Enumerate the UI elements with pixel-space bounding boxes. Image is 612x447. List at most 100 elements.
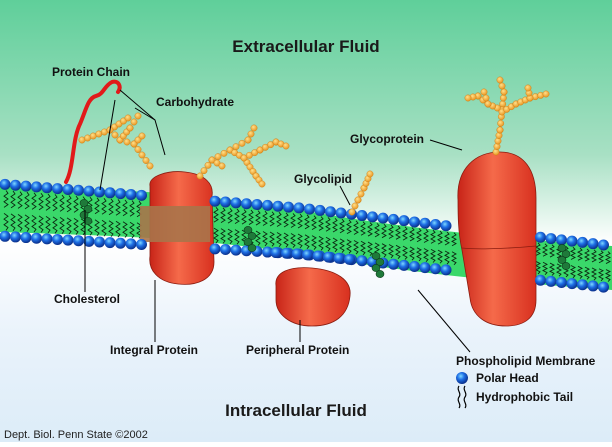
polar-head: [31, 232, 42, 244]
tail-line: [262, 210, 268, 226]
polar-head: [62, 183, 74, 195]
tail-line: [556, 263, 562, 277]
polar-head: [419, 262, 431, 274]
glycoprotein: [457, 151, 537, 327]
polar-head: [430, 219, 441, 231]
polar-head: [20, 232, 32, 244]
tail-line: [297, 213, 303, 229]
tail-line: [122, 199, 128, 217]
tail-line: [367, 222, 373, 237]
protein-chain: [64, 79, 122, 184]
tail-line: [108, 198, 114, 216]
tail-line: [542, 243, 548, 257]
polar-head: [598, 239, 609, 251]
polar-head-icon: [456, 372, 468, 384]
polar-head: [115, 237, 126, 249]
glycolipid-label: Glycolipid: [294, 172, 352, 186]
tail-line: [311, 235, 317, 250]
tail-line: [430, 248, 436, 263]
carbohydrate-chain: [240, 138, 280, 162]
polar-head: [291, 248, 303, 260]
tail-line: [367, 241, 373, 256]
polar-head: [388, 258, 399, 270]
polar-head: [104, 187, 116, 199]
tail-line: [430, 229, 436, 244]
tail-line: [304, 214, 310, 230]
polar-head: [535, 274, 546, 286]
tail-line: [248, 209, 254, 225]
polar-head: [262, 246, 273, 258]
tail-line: [276, 212, 282, 227]
polar-head: [125, 188, 137, 200]
tail-line: [535, 242, 541, 256]
polar-head: [545, 233, 557, 245]
polar-head: [73, 184, 84, 196]
tail-line: [549, 244, 555, 258]
polar-head: [94, 186, 105, 198]
tail-line: [283, 212, 289, 228]
tail-line: [73, 195, 79, 213]
polar-head: [598, 281, 609, 293]
tail-line: [388, 224, 394, 239]
polar-head: [344, 253, 355, 265]
polar-head: [398, 215, 410, 227]
polar-head: [20, 180, 32, 192]
tail-line: [241, 209, 247, 225]
polar-head: [209, 195, 221, 207]
cholesterol-molecule: [79, 199, 93, 225]
tail-line: [220, 207, 226, 223]
tail-line: [297, 233, 303, 249]
tail-line: [115, 220, 121, 238]
tail-line: [213, 227, 219, 244]
tail-line: [381, 223, 387, 239]
tail-line: [423, 229, 429, 243]
tail-line: [584, 266, 590, 280]
polar-head: [409, 216, 420, 228]
tail-line: [3, 213, 9, 231]
carbohydrate-chain: [480, 88, 492, 108]
polar-head: [220, 244, 231, 256]
tail-line: [584, 248, 590, 262]
polar-head: [302, 249, 313, 261]
integral-protein: [140, 171, 215, 285]
tail-line: [122, 221, 128, 238]
tail-line: [10, 213, 16, 232]
tail-line: [38, 193, 44, 211]
protein-chain-label: Protein Chain: [52, 65, 130, 79]
intracellular-title: Intracellular Fluid: [225, 401, 367, 420]
polar-head: [293, 202, 305, 214]
tail-line: [346, 219, 352, 235]
carbohydrate-chain: [496, 76, 508, 96]
tail-line: [94, 219, 100, 237]
polar-head: [587, 280, 599, 292]
tail-line: [10, 190, 16, 209]
tail-line: [283, 232, 289, 248]
polar-head: [535, 231, 546, 243]
tail-line: [409, 246, 415, 261]
tail-line: [45, 215, 51, 234]
polar-head: [367, 211, 378, 223]
cholesterol-label: Cholesterol: [54, 292, 120, 306]
polar-head: [0, 178, 11, 190]
polar-head: [388, 213, 399, 225]
tail-line: [269, 231, 275, 247]
carbohydrate-chain: [130, 132, 146, 148]
tail-line: [444, 250, 450, 265]
polar-head: [220, 196, 231, 208]
tail-line: [52, 216, 58, 234]
tail-line: [59, 194, 65, 212]
tail-line: [339, 238, 345, 253]
polar-head: [440, 264, 452, 276]
tail-line: [353, 220, 359, 235]
tail-line: [339, 218, 345, 234]
polar-head: [230, 244, 242, 256]
cholesterol-molecule: [557, 244, 571, 270]
polar-head: [377, 212, 389, 224]
tail-line: [451, 251, 457, 266]
cholesterol-molecule: [371, 252, 385, 278]
tail-line: [597, 250, 605, 264]
tail-line: [332, 237, 338, 253]
tail-line: [402, 245, 408, 260]
polar-head: [430, 263, 441, 275]
